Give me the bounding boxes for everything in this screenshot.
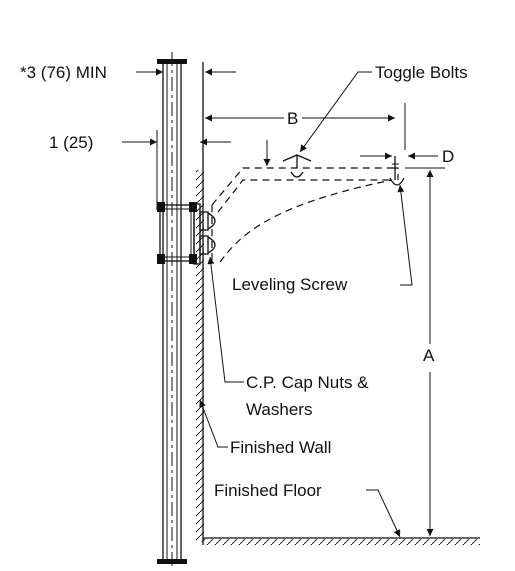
- cap-nuts-label-line1: C.P. Cap Nuts &: [246, 373, 369, 392]
- dim-b-label: B: [287, 109, 298, 128]
- dimension-min-clearance: *3 (76) MIN: [20, 63, 236, 82]
- toggle-bolt: [282, 154, 312, 178]
- finished-wall-callout: Finished Wall: [199, 399, 331, 457]
- dim-a-label: A: [423, 346, 435, 365]
- dimension-a: A: [405, 167, 445, 536]
- finished-floor: [203, 537, 480, 545]
- cap-nuts-callout: C.P. Cap Nuts & Washers: [207, 256, 369, 419]
- dimension-one-inch: 1 (25): [49, 130, 231, 210]
- cap-nuts-label-line2: Washers: [246, 400, 312, 419]
- min-clearance-label: *3 (76) MIN: [20, 63, 107, 82]
- vertical-pipe: [157, 52, 187, 568]
- finished-wall-label: Finished Wall: [230, 438, 331, 457]
- leveling-screw-label: Leveling Screw: [232, 275, 348, 294]
- leveling-screw-callout: Leveling Screw: [232, 184, 413, 294]
- finished-floor-callout: Finished Floor: [214, 481, 401, 538]
- dimension-d: D: [360, 147, 454, 166]
- finished-floor-label: Finished Floor: [214, 481, 322, 500]
- toggle-bolts-label: Toggle Bolts: [375, 63, 468, 82]
- dimension-b: B: [205, 103, 406, 150]
- finished-wall: [196, 62, 204, 545]
- bracket-outline: [211, 167, 399, 263]
- dim-d-label: D: [442, 147, 454, 166]
- toggle-bolts-callout: Toggle Bolts: [263, 63, 468, 166]
- leveling-screw: [389, 156, 405, 186]
- pipe-clamp: [157, 202, 201, 265]
- one-inch-label: 1 (25): [49, 133, 93, 152]
